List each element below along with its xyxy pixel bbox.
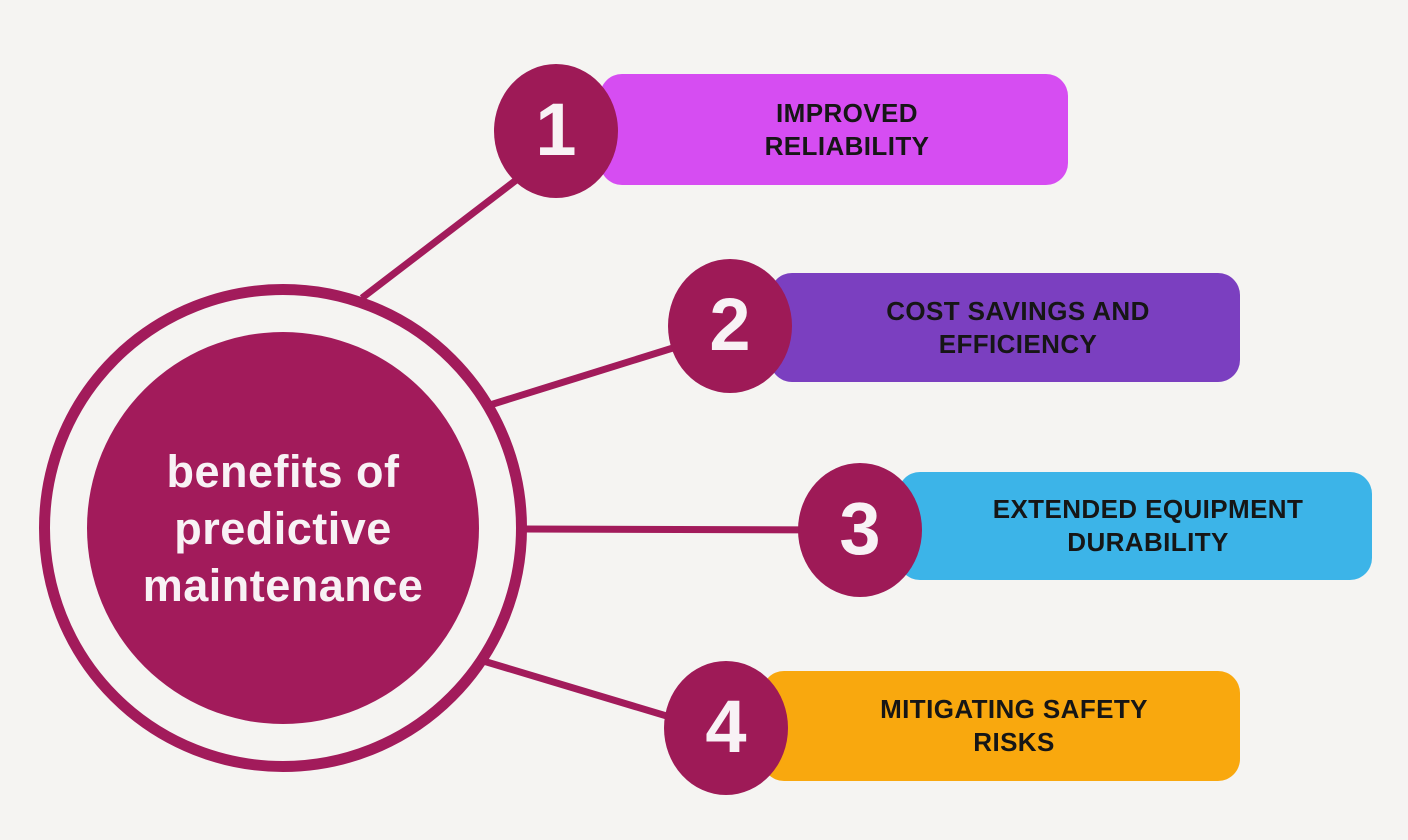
badge-number: 2 — [709, 282, 751, 366]
number-badge-1: 1 — [494, 64, 618, 198]
center-title-line-1: benefits of — [166, 445, 400, 497]
benefit-bar-improved-reliability: IMPROVED RELIABILITY — [600, 74, 1068, 185]
benefit-label-line: MITIGATING SAFETY — [880, 694, 1148, 724]
connector-line-2 — [488, 334, 707, 409]
benefit-label-line: RELIABILITY — [764, 130, 930, 161]
benefit-label-line: DURABILITY — [1067, 527, 1229, 557]
center-outer-ring — [39, 284, 527, 772]
benefit-label-line: COST SAVINGS AND — [886, 295, 1150, 326]
benefit-bar-extended-durability: EXTENDED EQUIPMENT DURABILITY — [898, 472, 1372, 580]
center-title-line-3: maintenance — [142, 559, 424, 611]
connector-line-3 — [523, 525, 846, 534]
benefit-label-line: EFFICIENCY — [938, 328, 1098, 359]
benefit-label-line: IMPROVED — [776, 97, 918, 128]
number-badge-2: 2 — [668, 259, 792, 393]
number-badge-4: 4 — [664, 661, 788, 795]
benefit-label-line: EXTENDED EQUIPMENT — [992, 494, 1304, 524]
badge-number: 1 — [535, 87, 577, 171]
number-badge-3: 3 — [798, 463, 922, 597]
badge-number: 4 — [705, 684, 747, 768]
center-circle: benefits of predictive maintenance — [87, 332, 479, 724]
benefit-bar-cost-savings: COST SAVINGS AND EFFICIENCY — [770, 273, 1240, 382]
benefit-bar-mitigating-safety-risks: MITIGATING SAFETY RISKS — [762, 671, 1240, 781]
benefit-label-line: RISKS — [973, 727, 1055, 757]
center-title-line-2: predictive — [174, 502, 392, 554]
badge-number: 3 — [839, 486, 881, 570]
connector-line-4 — [478, 656, 702, 730]
